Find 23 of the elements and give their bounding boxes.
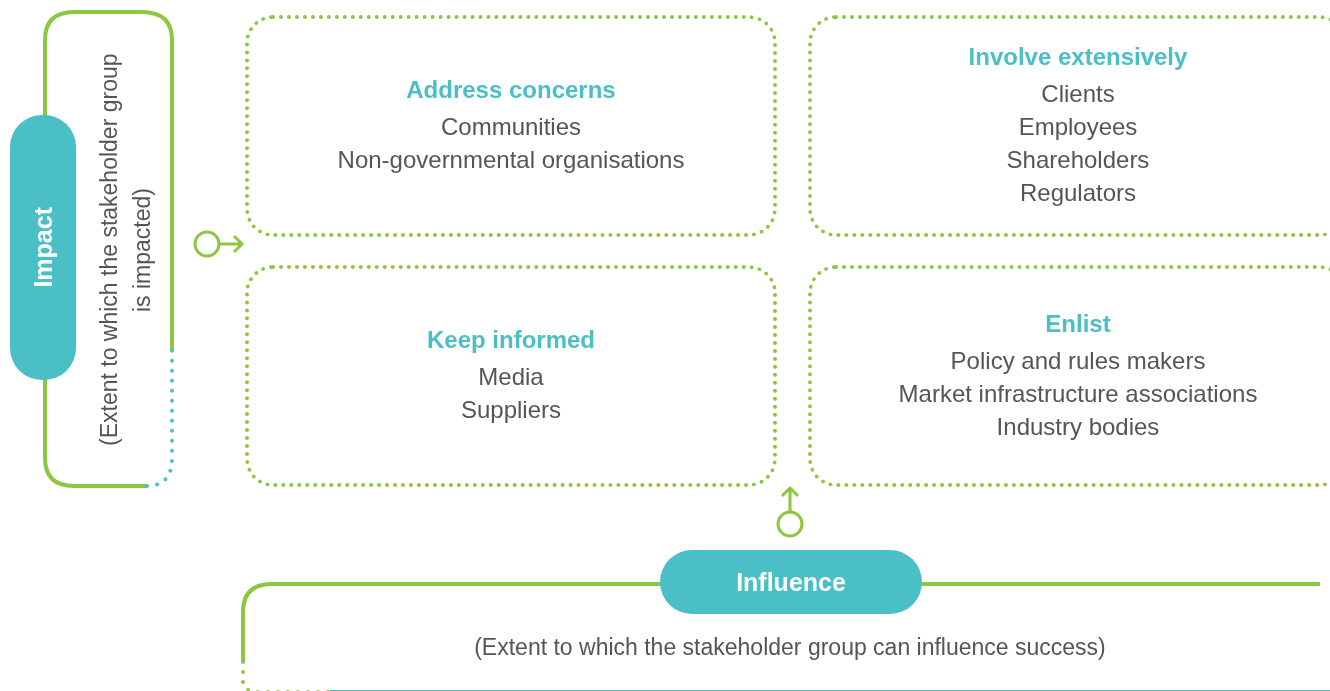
stakeholder-item: Policy and rules makers: [950, 345, 1206, 376]
stakeholder-item: Suppliers: [460, 395, 562, 425]
quadrant-box: [808, 15, 1330, 237]
quadrant-heading: Involve extensively: [968, 43, 1188, 71]
stakeholder-item: Communities: [440, 112, 581, 142]
stakeholder-item: Industry bodies: [996, 411, 1160, 442]
axis-description: (Extent to which the stakeholder group is impacted): [95, 52, 156, 449]
quadrant-heading: Keep informed: [427, 326, 595, 354]
stakeholder-item: Shareholders: [1006, 145, 1150, 175]
stakeholder-item: Employees: [1018, 112, 1138, 142]
stakeholder-item: Regulators: [1019, 178, 1137, 208]
stakeholder-item: Market infrastructure associations: [898, 378, 1258, 409]
stakeholder-item: Clients: [1041, 79, 1115, 109]
stakeholder-item: Media: [478, 362, 544, 392]
quadrant-heading: Address concerns: [406, 76, 616, 104]
quadrant-box: [245, 15, 777, 237]
stakeholder-item: Non-governmental organisations: [337, 145, 685, 175]
axis-description: (Extent to which the stakeholder group can influence success): [473, 634, 1107, 661]
axis-title-pill: Impact: [10, 115, 76, 380]
quadrant-box: [245, 265, 777, 487]
axis-title-pill: Influence: [660, 550, 922, 614]
quadrant-box: [808, 265, 1330, 487]
quadrant-heading: Enlist: [1045, 309, 1111, 338]
